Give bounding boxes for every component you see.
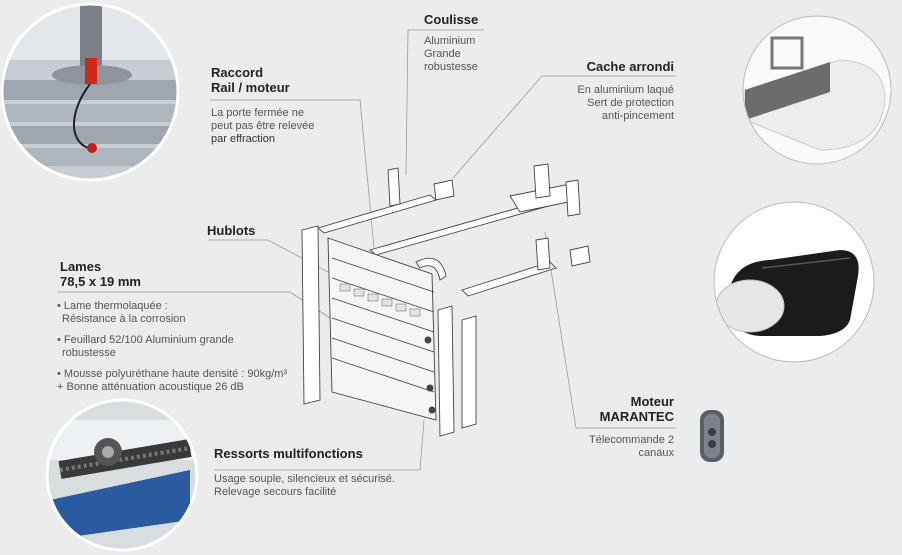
moteur-title-1: Moteur: [630, 394, 674, 409]
lames-desc-4: robustesse: [62, 347, 116, 359]
cache-desc-1: En aluminium laqué: [577, 84, 674, 96]
lames-desc-2: Résistance à la corrosion: [62, 313, 186, 325]
photo-motor: [714, 202, 874, 362]
cache-title: Cache arrondi: [586, 59, 674, 74]
ressorts-desc-2: Relevage secours facilité: [214, 486, 337, 498]
label-moteur: Moteur MARANTEC Télecommande 2 canaux: [589, 394, 674, 460]
raccord-title-2: Rail / moteur: [211, 80, 290, 95]
raccord-title-1: Raccord: [211, 65, 264, 80]
moteur-desc-1: Télecommande 2: [589, 434, 674, 446]
label-ressorts: Ressorts multifonctions Usage souple, si…: [214, 446, 395, 499]
door-illustration: [301, 163, 591, 437]
coulisse-desc-3: robustesse: [424, 61, 478, 73]
coulisse-desc-1: Aluminium: [424, 35, 476, 47]
cache-desc-3: anti-pincement: [601, 110, 674, 122]
photo-springs: [47, 400, 197, 550]
leader-ressorts: [214, 419, 425, 471]
raccord-desc-2: peut pas être relevée: [211, 120, 315, 132]
moteur-desc-2: canaux: [638, 447, 674, 459]
leader-cache: [452, 75, 676, 179]
raccord-desc-3: par effraction: [211, 133, 276, 145]
lames-desc-6: + Bonne atténuation acoustique 26 dB: [57, 381, 244, 393]
cache-desc-2: Sert de protection: [587, 97, 674, 109]
lames-title-1: Lames: [60, 259, 102, 274]
ressorts-desc-1: Usage souple, silencieux et sécurisé.: [214, 473, 395, 485]
leader-raccord: [210, 99, 375, 249]
lames-title-2: 78,5 x 19 mm: [60, 274, 141, 289]
label-coulisse: Coulisse Aluminium Grande robustesse: [424, 12, 478, 74]
label-lames: Lames 78,5 x 19 mm: [60, 259, 141, 289]
lames-desc-1: • Lame thermolaquée :: [57, 300, 168, 312]
hublots-title: Hublots: [207, 223, 256, 238]
lames-description: • Lame thermolaquée : Résistance à la co…: [57, 300, 287, 394]
lames-desc-5: • Mousse polyuréthane haute densité : 90…: [57, 368, 288, 380]
coulisse-title: Coulisse: [424, 12, 479, 27]
remote-control-image: [700, 410, 724, 462]
photo-rounded-cover: [743, 16, 891, 164]
leader-lines: [57, 29, 676, 471]
label-hublots: Hublots: [207, 223, 255, 238]
coulisse-desc-2: Grande: [424, 48, 461, 60]
ressorts-title: Ressorts multifonctions: [214, 446, 363, 461]
leader-coulisse: [405, 29, 484, 176]
label-raccord: Raccord Rail / moteur La porte fermée ne…: [211, 65, 314, 146]
lames-desc-3: • Feuillard 52/100 Aluminium grande: [57, 334, 234, 346]
label-cache: Cache arrondi En aluminium laqué Sert de…: [577, 59, 674, 123]
leader-moteur: [544, 231, 676, 429]
raccord-desc-1: La porte fermée ne: [211, 107, 304, 119]
moteur-title-2: MARANTEC: [599, 409, 674, 424]
